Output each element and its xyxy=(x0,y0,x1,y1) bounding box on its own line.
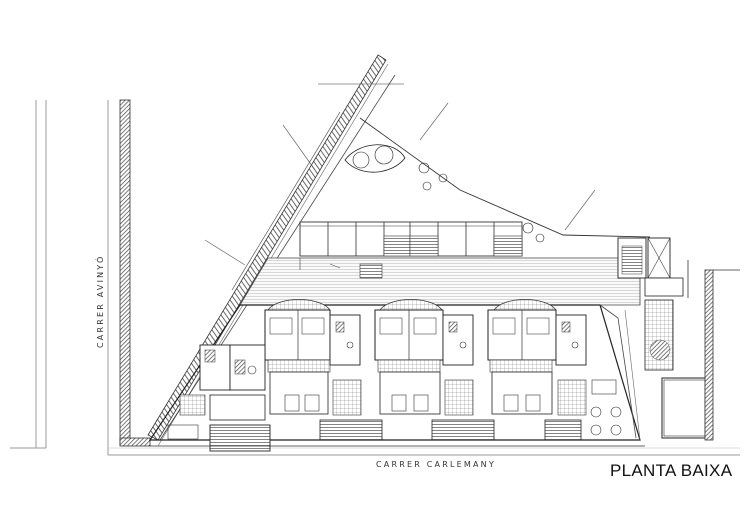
terrace-deck xyxy=(239,257,641,306)
tree-icon xyxy=(352,151,370,169)
stair-core xyxy=(617,237,708,439)
dwelling-units xyxy=(264,299,587,441)
table-icon xyxy=(610,424,622,436)
tree-icon xyxy=(535,233,545,243)
unit-module xyxy=(487,299,587,441)
table-icon xyxy=(610,406,622,418)
party-wall-left xyxy=(119,99,131,446)
street-label-left: CARRER AVINYÓ xyxy=(94,255,105,348)
cafe-tables xyxy=(590,379,622,436)
tree-icon xyxy=(422,181,432,191)
garden-area xyxy=(344,102,651,243)
plan-title: PLANTA BAIXA xyxy=(610,461,733,480)
tree-icon xyxy=(522,222,534,234)
table-icon xyxy=(590,406,602,418)
party-wall-bottom xyxy=(119,437,151,447)
tree-icon xyxy=(374,145,394,165)
tree-icon xyxy=(418,162,430,174)
street-label-bottom: CARRER CARLEMANY xyxy=(376,460,496,469)
table-icon xyxy=(590,424,602,436)
pergola xyxy=(299,221,523,257)
unit-module xyxy=(264,299,383,441)
left-service-rooms xyxy=(167,344,271,452)
tree-icon xyxy=(438,173,448,183)
unit-module xyxy=(374,299,495,441)
party-wall-right xyxy=(704,269,714,441)
